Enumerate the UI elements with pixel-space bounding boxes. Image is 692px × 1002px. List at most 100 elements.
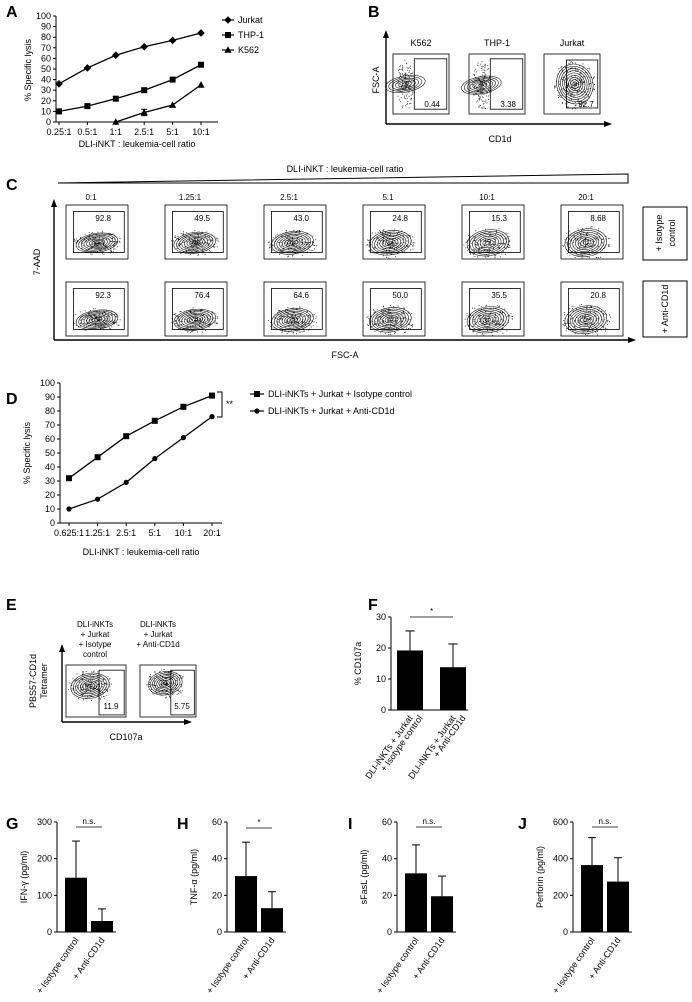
contour-line xyxy=(77,677,103,695)
event-dot xyxy=(464,318,466,320)
event-dot xyxy=(494,324,496,326)
event-dot xyxy=(478,79,480,81)
data-point xyxy=(95,496,101,502)
y-axis-label-line1: PBS57-CD1d xyxy=(28,654,38,708)
row-label-anticd1d: + Anti-CD1d xyxy=(660,285,670,334)
event-dot xyxy=(393,241,395,243)
event-dot xyxy=(496,231,497,233)
event-dot xyxy=(408,312,410,314)
event-dot xyxy=(159,683,161,685)
contour-line xyxy=(567,307,605,333)
event-dot xyxy=(573,236,575,238)
event-dot xyxy=(396,318,398,319)
event-dot xyxy=(397,95,399,97)
event-dot xyxy=(403,96,405,98)
event-dot xyxy=(146,684,147,686)
contour-line xyxy=(387,317,394,322)
event-dot xyxy=(607,245,609,247)
event-dot xyxy=(594,313,596,315)
event-dot xyxy=(102,242,104,244)
event-dot xyxy=(90,253,92,255)
event-dot xyxy=(586,306,588,308)
event-dot xyxy=(392,325,394,327)
event-dot xyxy=(578,247,580,248)
event-dot xyxy=(191,242,193,244)
event-dot xyxy=(408,107,410,109)
event-dot xyxy=(389,243,391,245)
event-dot xyxy=(406,320,408,322)
event-dot xyxy=(216,317,218,319)
event-dot xyxy=(187,331,188,333)
contour-line xyxy=(485,317,491,322)
contour-line xyxy=(181,312,209,327)
event-dot xyxy=(474,255,476,257)
event-dot xyxy=(182,234,183,236)
event-dot xyxy=(587,322,589,324)
event-dot xyxy=(172,682,174,684)
event-dot xyxy=(572,80,574,82)
event-dot xyxy=(469,236,471,238)
contour-line xyxy=(556,63,594,105)
event-dot xyxy=(271,249,273,251)
event-dot xyxy=(160,680,162,682)
event-dot xyxy=(493,248,494,250)
plot-frame xyxy=(468,53,526,115)
event-dot xyxy=(103,244,105,245)
event-dot xyxy=(412,326,413,328)
gate-box xyxy=(413,58,448,110)
event-dot xyxy=(486,85,488,87)
event-dot xyxy=(406,235,408,237)
event-dot xyxy=(495,323,497,325)
event-dot xyxy=(598,245,599,247)
event-dot xyxy=(475,243,476,245)
contour-line xyxy=(287,239,299,246)
event-dot xyxy=(180,684,182,685)
contour-line xyxy=(575,312,597,328)
event-dot xyxy=(588,314,590,316)
event-dot xyxy=(274,316,276,318)
event-dot xyxy=(103,253,105,255)
event-dot xyxy=(399,69,401,70)
event-dot xyxy=(285,329,287,331)
event-dot xyxy=(566,232,568,234)
y-tick-label: 200 xyxy=(37,854,52,864)
event-dot xyxy=(294,320,296,322)
contour-line xyxy=(178,234,211,252)
event-dot xyxy=(285,326,287,328)
gate-percentage: 5.75 xyxy=(174,702,190,711)
event-dot xyxy=(89,315,91,317)
event-dot xyxy=(577,251,579,253)
event-dot xyxy=(498,323,500,325)
event-dot xyxy=(115,242,117,243)
y-tick-label: 200 xyxy=(553,890,568,900)
event-dot xyxy=(582,91,584,93)
event-dot xyxy=(575,252,577,254)
event-dot xyxy=(485,99,487,101)
event-dot xyxy=(580,80,582,82)
event-dot xyxy=(173,314,175,315)
event-dot xyxy=(195,317,196,319)
event-dot xyxy=(377,317,379,319)
event-dot xyxy=(107,323,109,325)
event-dot xyxy=(102,240,103,242)
event-dot xyxy=(482,328,484,330)
event-dot xyxy=(113,244,115,246)
event-dot xyxy=(508,314,510,316)
event-dot xyxy=(407,311,409,313)
event-dot xyxy=(485,228,486,230)
event-dot xyxy=(565,90,567,91)
ratio-label: 10:1 xyxy=(479,193,495,202)
event-dot xyxy=(405,83,406,85)
event-dot xyxy=(396,316,398,318)
event-dot xyxy=(181,324,183,325)
event-dot xyxy=(102,327,104,329)
event-dot xyxy=(192,246,194,248)
event-dot xyxy=(495,331,497,333)
event-dot xyxy=(480,310,482,312)
event-dot xyxy=(583,317,585,319)
y-tick-label: 40 xyxy=(382,854,392,864)
event-dot xyxy=(280,315,282,317)
contour-line xyxy=(371,231,409,254)
event-dot xyxy=(197,320,199,322)
event-dot xyxy=(314,244,315,246)
